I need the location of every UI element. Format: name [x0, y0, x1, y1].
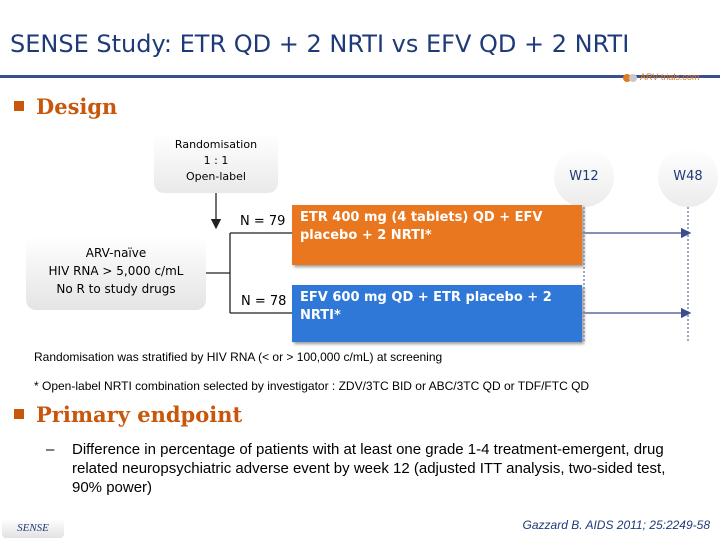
citation: Gazzard B. AIDS 2011; 25:2249-58 [522, 518, 710, 532]
slide-title: SENSE Study: ETR QD + 2 NRTI vs EFV QD +… [10, 30, 630, 58]
etr-arm-count: N = 79 [240, 214, 286, 229]
population-line-3: No R to study drugs [56, 282, 176, 296]
week-12-timepoint: W12 [554, 147, 614, 207]
design-heading-text: Design [36, 94, 118, 119]
randomisation-label: Randomisation [174, 138, 258, 151]
arv-trials-logo: ARV-trials.com [622, 68, 708, 88]
dash-bullet-icon: – [46, 441, 55, 458]
randomisation-blinding: Open-label [186, 170, 246, 183]
population-line-2: HIV RNA > 5,000 c/mL [48, 264, 184, 278]
randomisation-ratio: 1 : 1 [203, 154, 229, 167]
population-line-1: ARV-naïve [85, 246, 147, 260]
design-heading: Design [14, 94, 117, 119]
efv-arm-box: EFV 600 mg QD + ETR placebo + 2 NRTI* [292, 285, 582, 342]
nrti-footnote: * Open-label NRTI combination selected b… [34, 379, 590, 393]
primary-endpoint-item: – Difference in percentage of patients w… [46, 440, 686, 497]
logo-text: ARV-trials.com [640, 72, 700, 82]
efv-arm-count: N = 78 [241, 294, 287, 309]
primary-endpoint-heading: Primary endpoint [14, 402, 242, 427]
etr-arm-box: ETR 400 mg (4 tablets) QD + EFV placebo … [292, 205, 582, 265]
primary-endpoint-heading-text: Primary endpoint [36, 402, 243, 427]
section-bullet-icon [14, 409, 24, 419]
section-bullet-icon [14, 101, 24, 111]
population-box: ARV-naïve HIV RNA > 5,000 c/mL No R to s… [26, 236, 206, 310]
logo-icon [623, 74, 637, 82]
title-divider [0, 75, 720, 78]
week-48-timepoint: W48 [658, 147, 718, 207]
study-tag: SENSE [2, 519, 64, 538]
randomisation-box: Randomisation 1 : 1 Open-label [154, 133, 278, 193]
primary-endpoint-text: Difference in percentage of patients wit… [72, 441, 666, 496]
stratification-note: Randomisation was stratified by HIV RNA … [34, 350, 443, 364]
